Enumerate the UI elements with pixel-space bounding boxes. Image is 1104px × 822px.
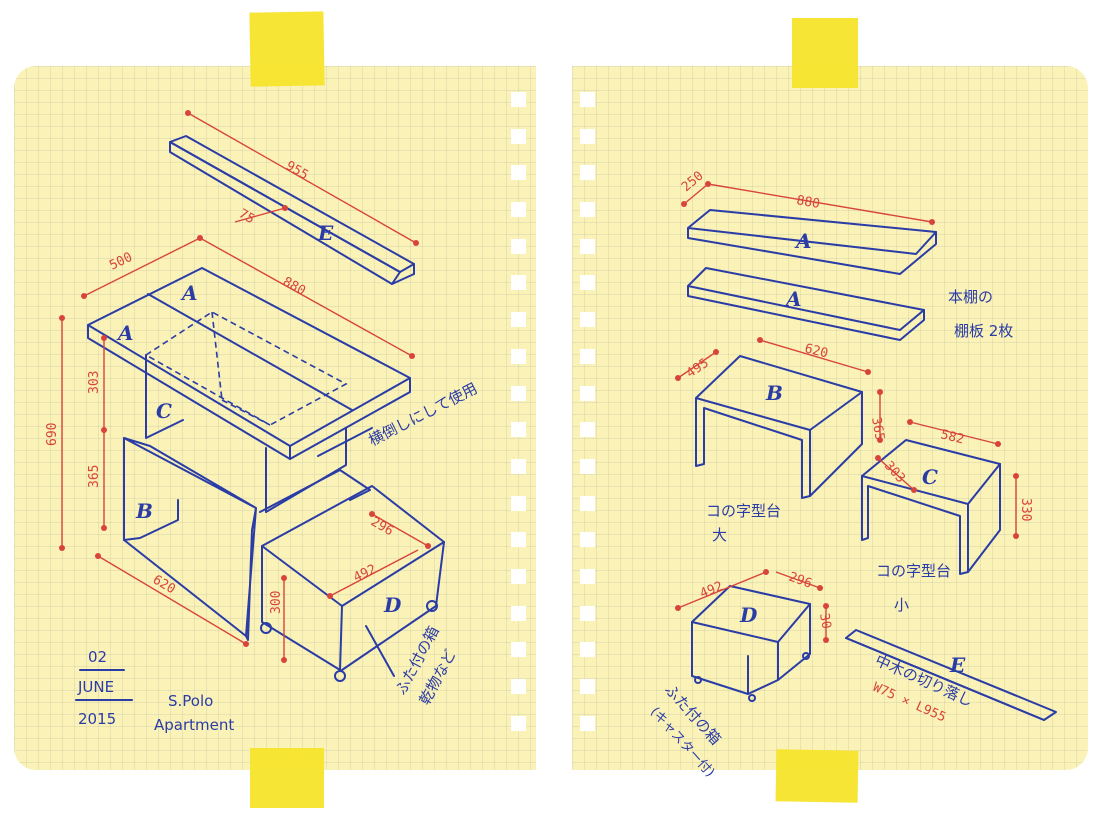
right-dim-c-length: 582	[939, 427, 965, 447]
right-letter-e: E	[949, 653, 966, 677]
left-page-holes	[511, 92, 526, 752]
left-dim-d-height: 300	[269, 591, 284, 614]
left-letter-b: B	[135, 499, 153, 523]
date-day: 02	[88, 648, 107, 666]
right-dim-a-length: 880	[795, 193, 821, 212]
right-notebook-page	[572, 66, 1088, 770]
left-note-arrow	[317, 427, 373, 457]
right-dim-b-height: 365	[868, 416, 887, 442]
right-letter-c: C	[922, 465, 938, 489]
right-dim-d-height: 30	[816, 612, 833, 630]
left-note-d-arrow	[365, 625, 395, 677]
right-box-d	[691, 585, 811, 702]
left-box-b	[123, 437, 371, 641]
left-letter-a-2: A	[116, 321, 134, 345]
left-dim-a	[81, 235, 415, 359]
left-dim-e	[185, 110, 419, 246]
left-dim-base-length: 620	[150, 572, 178, 597]
left-letter-c: C	[156, 399, 172, 423]
left-dim-d	[281, 511, 431, 663]
left-dim-d-depth: 296	[368, 514, 396, 539]
left-dim-a-depth: 500	[107, 250, 135, 274]
right-letter-b: B	[765, 381, 783, 405]
right-board-e	[845, 629, 1057, 721]
left-dim-total-height: 690	[45, 423, 60, 446]
right-dim-d-depth: 296	[787, 570, 814, 592]
right-page-holes	[580, 92, 595, 752]
right-dim-c-height: 330	[1018, 498, 1033, 521]
left-note-sideways: 横倒しにして使用	[366, 379, 481, 449]
left-dim-e-width: 75	[236, 206, 257, 227]
left-dim-upper-height: 303	[87, 371, 102, 394]
right-dim-c	[875, 419, 1019, 539]
right-bench-b	[695, 355, 863, 499]
signature-line-1: S.Polo	[168, 692, 213, 710]
right-note-b-2: 大	[712, 526, 727, 544]
signature-line-2: Apartment	[154, 716, 234, 734]
left-box-c	[144, 311, 348, 513]
left-letter-e: E	[317, 221, 334, 245]
right-letter-a-1: A	[794, 229, 812, 253]
right-board-a-2	[687, 267, 925, 341]
right-note-shelf-1: 本棚の	[948, 288, 993, 306]
date-year: 2015	[78, 710, 116, 728]
tape-top-right	[792, 18, 858, 88]
tape-bottom-left	[250, 748, 324, 808]
right-dim-b	[675, 337, 883, 443]
left-notebook-page	[14, 66, 536, 770]
right-dim-a-width: 250	[679, 168, 707, 195]
left-letter-d: D	[383, 593, 402, 617]
right-dim-a	[681, 181, 935, 225]
right-board-a-1	[687, 209, 937, 275]
right-note-c-1: コの字型台	[876, 562, 951, 580]
right-letter-d: D	[739, 603, 758, 627]
right-dim-b-depth: 495	[684, 356, 712, 382]
left-letter-a-1: A	[180, 281, 198, 305]
left-box-d	[260, 485, 445, 682]
right-dim-d-length: 492	[698, 579, 725, 602]
right-bench-c	[861, 439, 1001, 575]
right-note-b-1: コの字型台	[706, 502, 781, 520]
right-dim-d	[675, 569, 829, 643]
left-dim-e-length: 955	[283, 158, 311, 183]
right-note-shelf-2: 棚板 2枚	[954, 322, 1013, 340]
left-dim-heights	[59, 315, 249, 647]
date-month: JUNE	[77, 678, 114, 696]
right-dim-b-length: 620	[803, 341, 829, 361]
left-board-a	[87, 267, 411, 460]
right-letter-a-2: A	[784, 287, 802, 311]
left-dim-lower-height: 365	[87, 465, 102, 488]
left-board-e	[169, 135, 415, 285]
right-note-c-2: 小	[894, 596, 909, 614]
left-dim-d-length: 492	[351, 562, 379, 586]
